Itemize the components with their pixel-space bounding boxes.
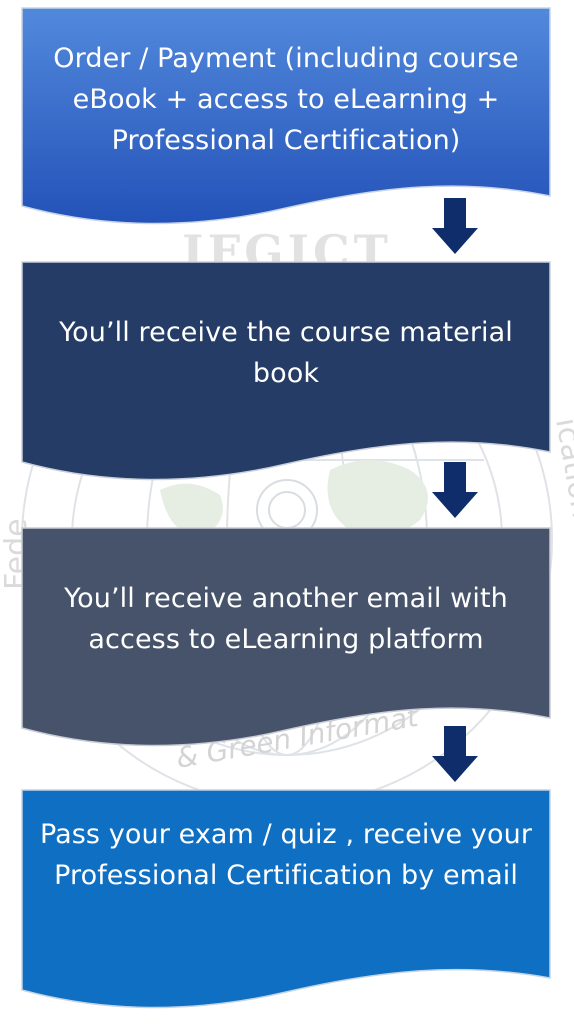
down-arrow-icon — [432, 726, 478, 782]
step-order-payment: Order / Payment (including course eBook … — [21, 7, 551, 228]
step-shape — [21, 261, 551, 481]
down-arrow-icon — [432, 198, 478, 254]
step-pass-exam-certification: Pass your exam / quiz , receive your Pro… — [21, 789, 551, 1015]
step-receive-elearning-access: You’ll receive another email with access… — [21, 527, 551, 748]
step-text: You’ll receive the course material book — [59, 317, 513, 389]
step-text: Order / Payment (including course eBook … — [53, 43, 519, 156]
step-shape — [21, 527, 551, 747]
step-receive-book: You’ll receive the course material book — [21, 261, 551, 482]
step-text: You’ll receive another email with access… — [64, 583, 508, 655]
step-shape — [21, 789, 551, 1009]
step-text: Pass your exam / quiz , receive your Pro… — [39, 819, 533, 891]
step-shape — [21, 7, 551, 225]
down-arrow-icon — [432, 462, 478, 518]
watermark-right-text: ication — [548, 415, 574, 520]
